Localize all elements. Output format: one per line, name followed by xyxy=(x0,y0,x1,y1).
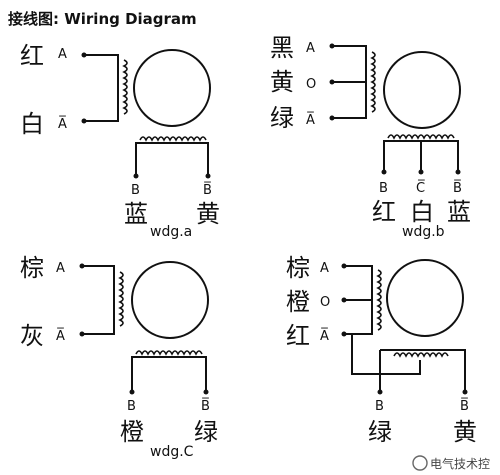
terminal-dot xyxy=(462,389,468,395)
winding-lead xyxy=(332,45,367,119)
pin-label: B̅ xyxy=(201,398,210,414)
pin-label: B̅ xyxy=(453,180,462,196)
pin-label: A xyxy=(306,41,315,56)
pin-label: A̅ xyxy=(306,112,315,128)
rotor-circle xyxy=(386,259,464,337)
coil-winding-a xyxy=(122,59,128,115)
coil-winding-a xyxy=(118,271,124,327)
rotor-circle xyxy=(133,49,211,127)
diagram-d: 棕 橙 红 A O A̅ B B̅ 绿 黄 xyxy=(286,254,477,446)
diagram-caption: wdg.C xyxy=(150,444,194,460)
pin-label: A̅ xyxy=(58,116,67,132)
pin-label: B xyxy=(127,399,136,414)
watermark: 电气技术控 xyxy=(412,455,490,471)
terminal-dot xyxy=(381,169,387,175)
lead-color-label: 红 xyxy=(372,198,396,226)
lead-color-label: 白 xyxy=(410,198,434,226)
winding-lead xyxy=(344,265,373,335)
lead-color-label: 黄 xyxy=(270,68,294,96)
coil-winding-a xyxy=(370,51,376,113)
diagram-caption: wdg.b xyxy=(402,224,445,240)
lead-color-label: 蓝 xyxy=(124,200,148,228)
lead-color-label: 灰 xyxy=(20,322,44,350)
lead-color-label: 红 xyxy=(286,322,310,350)
coil-winding-b xyxy=(393,352,449,358)
lead-color-label: 蓝 xyxy=(447,198,471,226)
winding-lead xyxy=(131,356,207,392)
lead-color-label: 绿 xyxy=(194,418,218,446)
winding-lead xyxy=(135,142,209,176)
pin-label: A̅ xyxy=(56,328,65,344)
rotor-circle xyxy=(383,51,461,129)
diagram-caption: wdg.a xyxy=(150,224,192,240)
terminal-dot xyxy=(203,389,209,395)
terminal-dot xyxy=(455,169,461,175)
pin-label: C̅ xyxy=(416,180,426,196)
pin-label: A xyxy=(56,261,65,276)
lead-color-label: 红 xyxy=(20,42,44,70)
pin-label: A xyxy=(320,261,329,276)
coil-winding-b xyxy=(139,136,207,142)
winding-lead xyxy=(383,140,459,172)
pin-label: O xyxy=(320,295,330,310)
pin-label: A̅ xyxy=(320,328,329,344)
diagram-b: 黑 黄 绿 A O A̅ B C̅ B̅ 红 白 蓝 wdg.b xyxy=(270,34,471,240)
lead-color-label: 棕 xyxy=(20,254,44,282)
lead-color-label: 白 xyxy=(20,110,44,138)
coil-winding-b xyxy=(135,350,203,356)
coil-winding-b xyxy=(387,134,455,140)
jumper-lead xyxy=(351,334,421,375)
rotor-circle xyxy=(131,261,209,339)
terminal-dot xyxy=(377,389,383,395)
pin-label: B̅ xyxy=(203,182,212,198)
lead-color-label: 黄 xyxy=(196,200,220,228)
lead-color-label: 绿 xyxy=(368,418,392,446)
lead-color-label: 橙 xyxy=(286,288,310,316)
lead-color-label: 橙 xyxy=(120,418,144,446)
terminal-dot xyxy=(205,173,211,179)
diagram-a: 红 白 A A̅ B B̅ 蓝 黄 wdg.a xyxy=(20,42,220,240)
terminal-dot xyxy=(418,169,424,175)
pin-label: B xyxy=(379,181,388,196)
diagram-title: 接线图: Wiring Diagram xyxy=(8,10,197,28)
lead-color-label: 黑 xyxy=(270,34,294,62)
winding-lead xyxy=(84,54,119,122)
winding-lead xyxy=(380,349,466,392)
coil-winding-a xyxy=(376,269,382,331)
pin-label: B xyxy=(375,399,384,414)
pin-label: B̅ xyxy=(460,398,469,414)
wechat-icon xyxy=(412,455,428,471)
terminal-dot xyxy=(129,389,135,395)
lead-color-label: 黄 xyxy=(453,418,477,446)
pin-label: B xyxy=(131,183,140,198)
pin-label: O xyxy=(306,77,316,92)
lead-color-label: 棕 xyxy=(286,254,310,282)
winding-lead xyxy=(82,265,115,335)
terminal-dot xyxy=(133,173,139,179)
pin-label: A xyxy=(58,47,67,62)
diagram-c: 棕 灰 A A̅ B B̅ 橙 绿 wdg.C xyxy=(20,254,218,460)
lead-color-label: 绿 xyxy=(270,104,294,132)
watermark-text: 电气技术控 xyxy=(430,456,490,471)
